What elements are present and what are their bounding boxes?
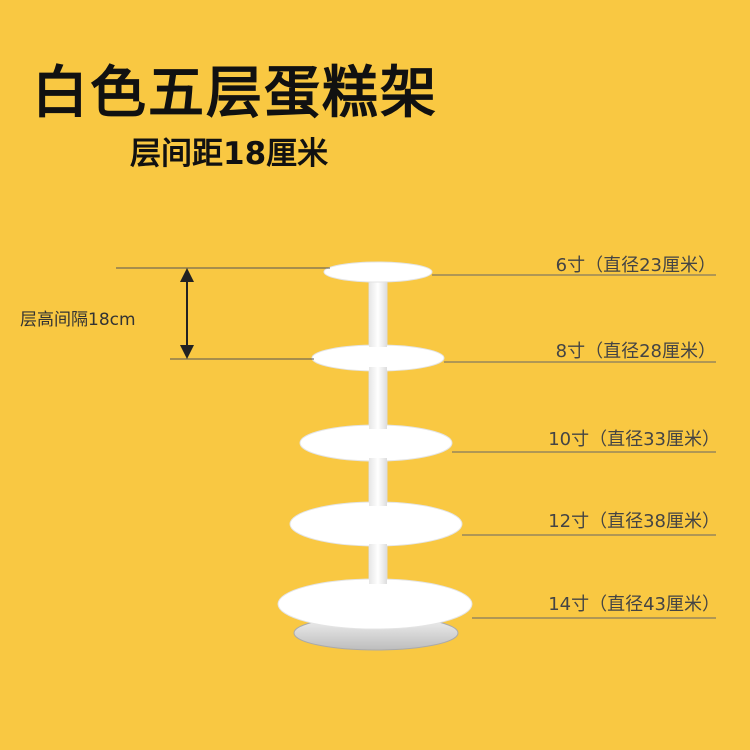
tier-5-label: 14寸（直径43厘米）: [548, 594, 720, 615]
plate-tier-5: [277, 578, 473, 630]
arrow-down-icon: [180, 345, 194, 359]
tier-2-label: 8寸（直径28厘米）: [556, 341, 716, 362]
plate-tier-1: [323, 261, 433, 283]
tier-3-label: 10寸（直径33厘米）: [548, 429, 720, 450]
plate-tier-4: [289, 501, 463, 547]
spacing-label: 层高间隔18cm: [20, 310, 136, 330]
tier-4-label: 12寸（直径38厘米）: [548, 511, 720, 532]
plate-tier-3: [299, 424, 453, 462]
page-title: 白色五层蛋糕架: [32, 61, 438, 126]
page-subtitle: 层间距18厘米: [130, 136, 329, 172]
pole-segment: [369, 458, 387, 506]
pole-segment: [369, 283, 387, 347]
pole-segment: [369, 367, 387, 429]
arrow-up-icon: [180, 268, 194, 282]
pole-segment: [369, 544, 387, 584]
tier-1-label: 6寸（直径23厘米）: [556, 255, 716, 276]
